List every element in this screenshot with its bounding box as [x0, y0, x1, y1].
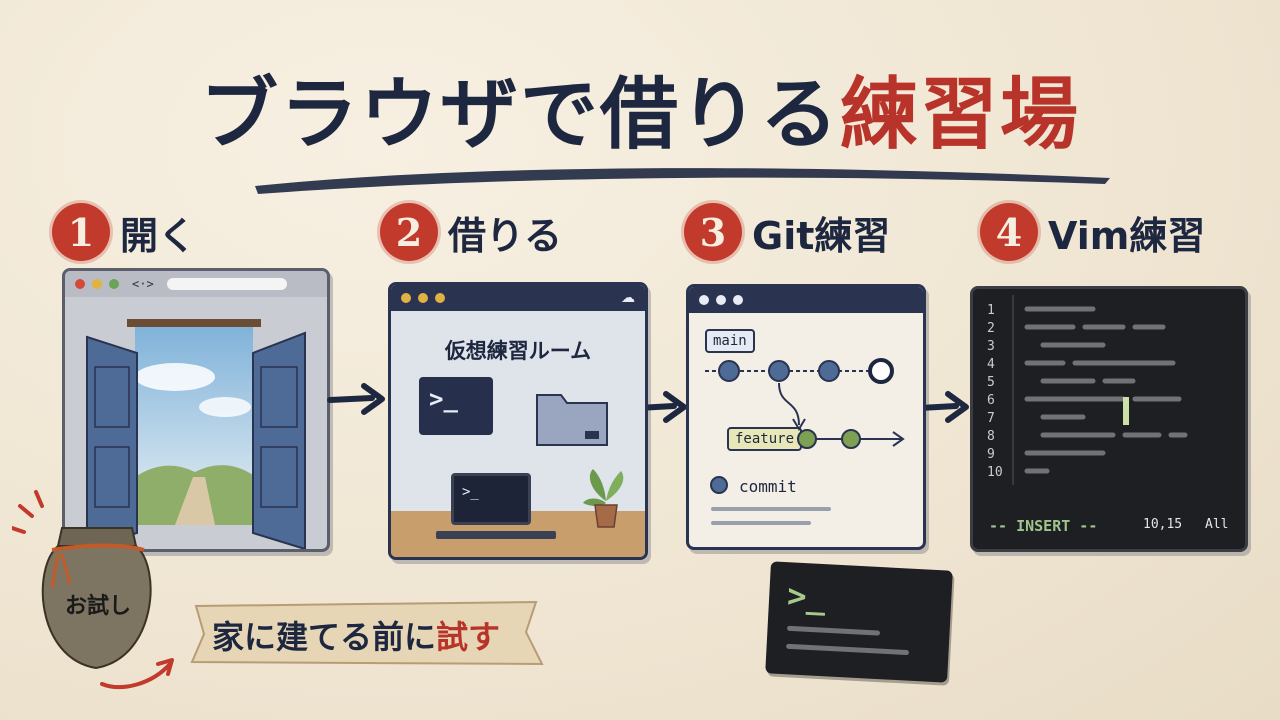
- line-number: 5: [987, 375, 995, 390]
- pot-label: お試し: [65, 594, 132, 619]
- line-number: 1: [987, 303, 995, 318]
- line-number: 8: [987, 429, 995, 444]
- cloud-icon: ☁: [621, 290, 635, 306]
- window-dot-icon: [401, 293, 411, 303]
- arrow-right-icon: [917, 391, 969, 423]
- terminal-text-lines: [786, 625, 909, 656]
- step-3-header: 3 Git練習: [684, 200, 890, 264]
- step-1-header: 1 開く: [52, 200, 196, 264]
- paper-banner: [190, 600, 544, 666]
- terminal-icon: >_: [419, 377, 493, 435]
- vim-window: 1 2 3 4 5 6 7 8 9 10 -- INSERT -- 10,15 …: [970, 286, 1248, 552]
- window-dot-icon: [435, 293, 445, 303]
- step-1-label: 開く: [120, 213, 197, 258]
- step-4-number: 4: [980, 203, 1038, 261]
- browser-door-window: <·>: [62, 268, 330, 552]
- line-number: 3: [987, 339, 995, 354]
- step-2-label: 借りる: [448, 213, 563, 258]
- commit-label: commit: [739, 477, 797, 496]
- address-bar: [166, 278, 287, 290]
- line-number: 7: [987, 411, 995, 426]
- room-title: 仮想練習ルーム: [444, 339, 592, 363]
- git-titlebar: [689, 287, 923, 313]
- title-main: ブラウザで借りる: [200, 69, 841, 160]
- trial-pot-illustration: [12, 490, 174, 690]
- step-4-header: 4 Vim練習: [980, 200, 1205, 264]
- maximize-dot-icon: [109, 279, 119, 289]
- window-dot-icon: [699, 295, 709, 305]
- laptop-screen: >_: [451, 473, 531, 525]
- window-dot-icon: [716, 295, 726, 305]
- arrow-right-icon: [327, 383, 385, 415]
- small-terminal: >_: [765, 561, 953, 683]
- vim-scroll-indicator: All: [1205, 517, 1229, 532]
- room-titlebar: ☁: [391, 285, 645, 311]
- window-dot-icon: [733, 295, 743, 305]
- step-2-header: 2 借りる: [380, 200, 562, 264]
- git-window: main feature commit: [686, 284, 926, 550]
- git-branch-graph: [705, 358, 905, 525]
- code-lines-placeholder: [1012, 295, 1188, 485]
- line-number: 9: [987, 447, 995, 462]
- title-accent: 練習場: [840, 69, 1081, 160]
- vim-cursor-position: 10,15: [1143, 517, 1183, 532]
- step-3-label: Git練習: [752, 213, 891, 258]
- line-number: 10: [987, 465, 1003, 480]
- branch-feature-tag: feature: [727, 427, 803, 451]
- step-1-number: 1: [52, 203, 110, 261]
- step-3-number: 3: [684, 203, 742, 261]
- line-number: 2: [987, 321, 995, 336]
- banner-text: 家に建てる前に試す: [212, 612, 500, 658]
- laptop-base: [436, 531, 556, 539]
- nav-arrows-icon: <·>: [132, 277, 154, 291]
- page-title: ブラウザで借りる練習場: [200, 52, 1100, 162]
- close-dot-icon: [75, 279, 85, 289]
- open-door-illustration: [86, 319, 306, 549]
- brush-underline: [255, 168, 1110, 194]
- banner-text-main: 家に建てる前に: [212, 618, 437, 656]
- line-number: 6: [987, 393, 995, 408]
- folder-icon: [536, 394, 608, 446]
- browser-titlebar: <·>: [65, 271, 327, 297]
- banner-text-accent: 試す: [436, 618, 501, 656]
- branch-main-tag: main: [705, 329, 755, 353]
- line-number: 4: [987, 357, 995, 372]
- plant-icon: [583, 469, 624, 528]
- step-4-label: Vim練習: [1048, 213, 1206, 258]
- vim-mode-indicator: -- INSERT --: [989, 517, 1098, 535]
- minimize-dot-icon: [92, 279, 102, 289]
- window-dot-icon: [418, 293, 428, 303]
- virtual-room-window: ☁ 仮想練習ルーム >_ >_: [388, 282, 648, 560]
- step-2-number: 2: [380, 203, 438, 261]
